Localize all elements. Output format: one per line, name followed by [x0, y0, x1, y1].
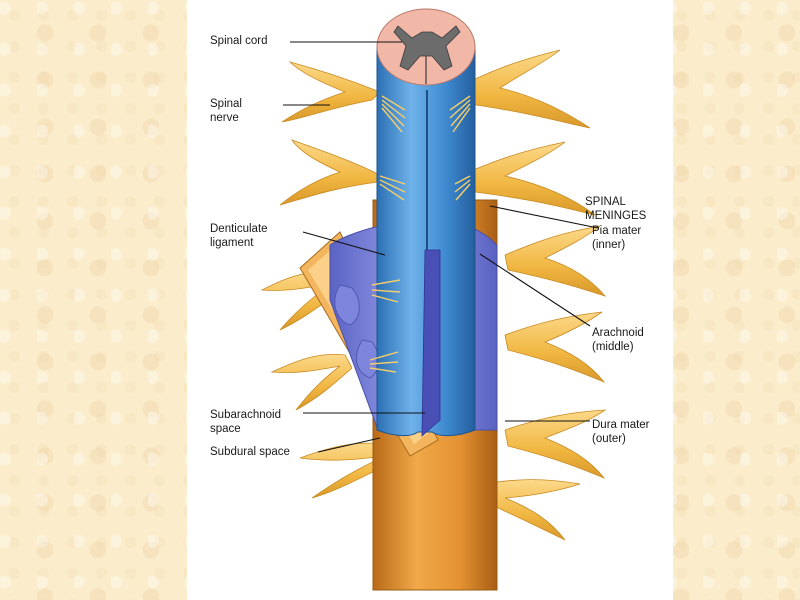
label-pia-mater: Pia mater (inner) — [592, 225, 642, 251]
label-spinal-meninges: SPINAL MENINGES — [585, 196, 647, 222]
label-subdural-space: Subdural space — [210, 446, 290, 458]
label-subarachnoid-space: Subarachnoid space — [210, 409, 281, 435]
spinal-nerves-right — [449, 49, 607, 541]
label-spinal-nerve: Spinal nerve — [210, 98, 242, 124]
gray-matter — [393, 25, 461, 71]
label-denticulate-ligament: Denticulate ligament — [210, 223, 268, 249]
label-arachnoid: Arachnoid (middle) — [592, 327, 644, 353]
spinal-meninges-illustration — [260, 8, 607, 591]
nerve-rootlets — [369, 95, 471, 373]
label-dura-mater: Dura mater (outer) — [592, 419, 650, 445]
label-spinal-cord: Spinal cord — [210, 35, 268, 47]
figure-panel: Spinal cord Spinal nerve Denticulate lig… — [187, 0, 673, 600]
leader-lines — [283, 41, 599, 453]
